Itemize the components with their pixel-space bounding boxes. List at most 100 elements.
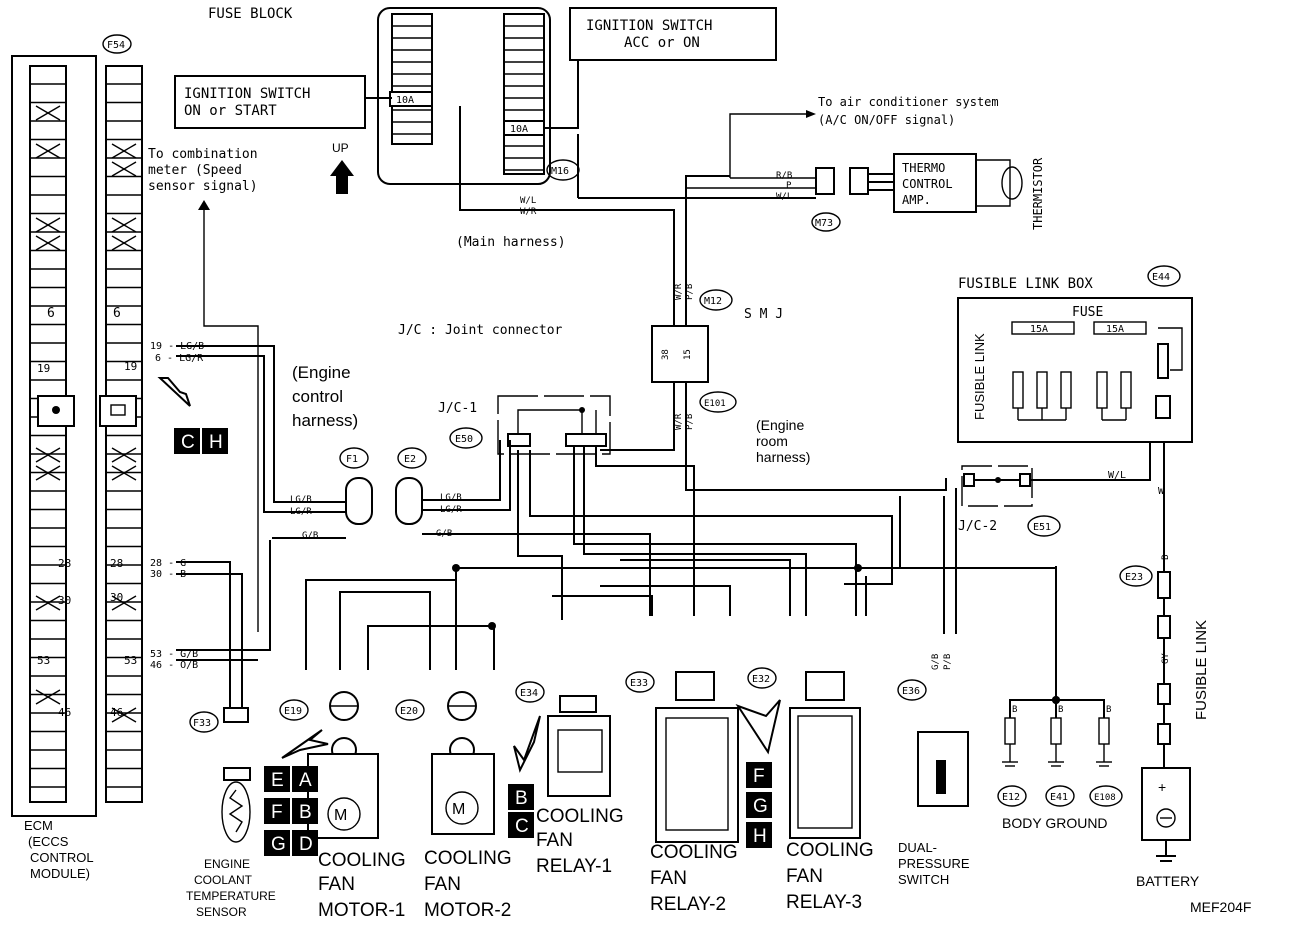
chip-box bbox=[746, 792, 772, 818]
wire-gy: GY bbox=[1161, 653, 1171, 664]
ecm-wire-46: 46 - O/B bbox=[150, 660, 198, 671]
wire-b-link: B bbox=[1161, 555, 1171, 560]
ecm-pin-6-right: 6 bbox=[113, 306, 121, 321]
cfr1-line2: FAN bbox=[536, 830, 573, 851]
chip-letter: C bbox=[181, 432, 195, 453]
chip-box bbox=[264, 830, 290, 856]
e33-label: E33 bbox=[630, 678, 648, 689]
eng-ctrl-line3: harness) bbox=[292, 411, 358, 430]
to-comb-line3: sensor signal) bbox=[148, 179, 258, 194]
smj-pin-38: 38 bbox=[661, 349, 671, 360]
chip-letter: A bbox=[299, 770, 312, 791]
chip-box bbox=[202, 428, 228, 454]
eng-room-line2: room bbox=[756, 433, 788, 449]
wire-w-jc2: W bbox=[1158, 486, 1165, 497]
up-arrow-icon bbox=[330, 160, 354, 194]
m16-label: M16 bbox=[551, 166, 569, 177]
cfm1-line2: FAN bbox=[318, 874, 355, 895]
ect-line1: ENGINE bbox=[204, 857, 250, 871]
cfr1-line1: COOLING bbox=[536, 806, 624, 827]
cfm1-line3: MOTOR-1 bbox=[318, 900, 405, 921]
wire-wr-up: W/R bbox=[674, 283, 684, 300]
ecm-connector bbox=[11, 55, 143, 817]
cooling-fan-relay-3 bbox=[789, 707, 861, 839]
e2-label: E2 bbox=[404, 454, 416, 465]
dps-line2: PRESSURE bbox=[898, 856, 970, 871]
cfr2-line3: RELAY-2 bbox=[650, 894, 726, 915]
chip-box bbox=[292, 830, 318, 856]
e34-label: E34 bbox=[520, 688, 538, 699]
chip-box bbox=[264, 766, 290, 792]
ect-line4: SENSOR bbox=[196, 905, 247, 919]
ecm-label-1: ECM bbox=[24, 818, 53, 833]
chip-box bbox=[746, 762, 772, 788]
ign-on-start-line1: IGNITION SWITCH bbox=[184, 86, 310, 102]
e50-label: E50 bbox=[455, 434, 473, 445]
ect-line2: COOLANT bbox=[194, 873, 253, 887]
ecm-pin-6-left: 6 bbox=[47, 306, 55, 321]
chip-letter: F bbox=[753, 766, 765, 787]
e41-label: E41 bbox=[1050, 792, 1068, 803]
chip-letter: B bbox=[515, 788, 528, 809]
wire-wl-jc2: W/L bbox=[1108, 470, 1126, 481]
chip-letter: B bbox=[299, 802, 312, 823]
cfr3-line3: RELAY-3 bbox=[786, 892, 862, 913]
cfm1-line1: COOLING bbox=[318, 850, 406, 871]
battery-label: BATTERY bbox=[1136, 873, 1200, 889]
ecm-pin-46-right: 46 bbox=[110, 706, 123, 719]
e51-label: E51 bbox=[1033, 522, 1051, 533]
cfr2-line2: FAN bbox=[650, 868, 687, 889]
chip-box bbox=[174, 428, 200, 454]
f54-connector-label: F54 bbox=[107, 40, 125, 51]
ecm-label-3: CONTROL bbox=[30, 850, 94, 865]
ecm-wire-53: 53 - G/B bbox=[150, 649, 198, 660]
cfr3-line2: FAN bbox=[786, 866, 823, 887]
chip-letter: F bbox=[271, 802, 283, 823]
eng-ctrl-line1: (Engine bbox=[292, 363, 351, 382]
fusible-link-box bbox=[957, 297, 1193, 443]
fusible-link-right: FUSIBLE LINK bbox=[1193, 620, 1210, 720]
battery-plus-icon: + bbox=[1158, 779, 1166, 795]
ign-on-start-line2: ON or START bbox=[184, 103, 277, 119]
jc-joint-label: J/C : Joint connector bbox=[398, 323, 563, 338]
e44-label: E44 bbox=[1152, 272, 1170, 283]
f1-label: F1 bbox=[346, 454, 358, 465]
ecm-label-4: MODULE) bbox=[30, 866, 90, 881]
ign-acc-on-line1: IGNITION SWITCH bbox=[586, 18, 712, 34]
fusible-link-vertical: FUSIBLE LINK bbox=[972, 333, 987, 420]
to-ac-line2: (A/C ON/OFF signal) bbox=[818, 113, 955, 127]
cfr2-line1: COOLING bbox=[650, 842, 738, 863]
wire-wr-main: W/R bbox=[520, 207, 537, 217]
fuse-10a-right: 10A bbox=[510, 124, 528, 135]
wire-gb-f1: G/B bbox=[302, 531, 318, 541]
chip-box bbox=[292, 798, 318, 824]
e19-label: E19 bbox=[284, 706, 302, 717]
wire-pb-dps: P/B bbox=[943, 654, 953, 670]
chip-letter: G bbox=[753, 796, 768, 817]
e20-label: E20 bbox=[400, 706, 418, 717]
wire-lgb-e2: LG/B bbox=[440, 493, 462, 503]
cfm2-line2: FAN bbox=[424, 874, 461, 895]
smj-connector bbox=[651, 325, 709, 383]
wire-b-g2: B bbox=[1058, 705, 1063, 715]
thermo-control-amp bbox=[893, 153, 977, 213]
jc1-label: J/C-1 bbox=[438, 401, 477, 416]
chip-letter: H bbox=[753, 826, 767, 847]
f33-label: F33 bbox=[193, 718, 211, 729]
wire-wr-down: W/R bbox=[674, 413, 684, 430]
motor-2-m-icon: M bbox=[452, 801, 465, 818]
cfr1-line3: RELAY-1 bbox=[536, 856, 612, 877]
wire-rb: R/B bbox=[776, 171, 792, 181]
ignition-switch-acc-on-box bbox=[569, 7, 777, 61]
ecm-pin-30-right: 30 bbox=[110, 591, 123, 604]
ecm-wire-6: 6 - LG/R bbox=[155, 353, 204, 364]
cfm2-line3: MOTOR-2 bbox=[424, 900, 511, 921]
chip-box bbox=[508, 812, 534, 838]
thermo-line2: CONTROL bbox=[902, 177, 953, 191]
cfm2-line1: COOLING bbox=[424, 848, 512, 869]
ecm-pin-28-left: 28 bbox=[58, 557, 71, 570]
e12-label: E12 bbox=[1002, 792, 1020, 803]
ecm-wire-28: 28 - G bbox=[150, 558, 186, 569]
chip-box bbox=[508, 784, 534, 810]
